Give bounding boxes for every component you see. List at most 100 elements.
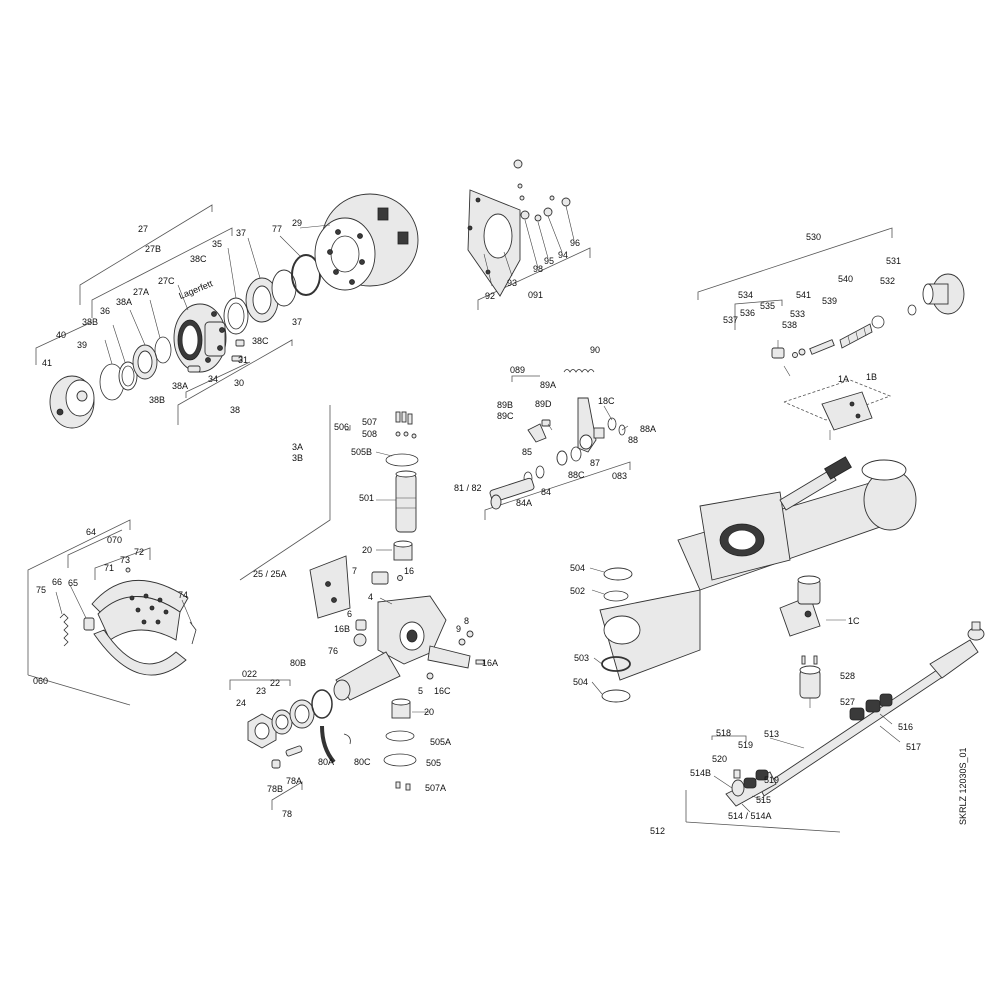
part-label: 504 [570,563,585,573]
part-label: 89A [540,380,556,390]
part-label: 505B [351,447,372,457]
part-label: 536 [740,308,755,318]
part-label: 541 [796,290,811,300]
bushing-icon [393,540,413,561]
bolt-icon [395,411,417,439]
part-label: 25 / 25A [253,569,287,579]
part-label: 535 [760,301,775,311]
part-label: 1C [848,616,860,626]
part-label: 16C [434,686,451,696]
plug-icon [235,339,245,347]
washer-icon [607,417,617,431]
spring-clip-icon [189,621,197,645]
part-label: 80C [354,757,371,767]
part-label: 060 [33,676,48,686]
pin-icon [125,567,131,573]
o-ring-icon [535,465,545,479]
part-label: 504 [573,677,588,687]
bearing-icon [223,297,249,335]
nut-icon [798,348,806,356]
part-label: 38B [149,395,165,405]
sensor-sleeve-icon [271,745,303,769]
part-label: 022 [242,669,257,679]
part-label: 3B [292,453,303,463]
part-label: 66 [52,577,62,587]
part-label: 530 [806,232,821,242]
part-label: 41 [42,358,52,368]
part-label: 90 [590,345,600,355]
drawing-reference-code: SKRLZ 12030S_01 [958,747,968,825]
part-label: 87 [590,458,600,468]
part-label: 5 [418,686,423,696]
seal-icon [570,446,582,462]
part-label: 84A [516,498,532,508]
bolt-icon [187,365,201,373]
ring-icon [154,336,172,364]
screw-icon [231,355,243,362]
part-label: 98 [533,264,543,274]
cam-tube-icon [779,456,852,511]
bolt-icon [395,781,401,789]
clip-icon [871,315,885,329]
part-label: 16A [482,658,498,668]
part-label: 37 [292,317,302,327]
axle-beam-group [589,456,917,703]
clevis-icon [771,340,791,377]
part-label: 37 [236,228,246,238]
part-label: 20 [424,707,434,717]
part-label: 78 [282,809,292,819]
tie-rod-icon [759,667,945,797]
bearing-icon [132,344,158,380]
part-label: 502 [570,586,585,596]
part-label: 1A [838,374,849,384]
part-label: 80B [290,658,306,668]
dust-cap-icon [799,665,821,708]
part-label: 23 [256,686,266,696]
bushing-icon [556,450,568,466]
part-label: 38A [172,381,188,391]
part-label: 77 [272,224,282,234]
shim-icon [603,567,633,581]
part-label: 1B [866,372,877,382]
screw-icon [475,659,485,665]
part-label: 38C [190,254,207,264]
part-label: 513 [764,729,779,739]
tie-rod-group [685,621,985,833]
axle-nut-group [229,679,351,810]
steering-stop-icon [355,619,367,631]
grease-fitting-icon [801,655,818,665]
part-labels: 27 27B 27C 27A 38C 35 37 77 29 40 38B 36… [33,218,968,836]
part-label: 512 [650,826,665,836]
brake-cylinder-group [697,227,965,440]
washer-icon [907,304,917,316]
bearing-cup-icon [353,633,367,647]
part-label: 515 [756,795,771,805]
bolt-icon [405,783,411,791]
part-label: 9 [456,624,461,634]
part-label: 84 [541,487,551,497]
hub-drum-group [35,193,419,429]
part-label: 76 [328,646,338,656]
part-label: 89D [535,399,552,409]
part-label: 92 [485,291,495,301]
part-label: 88A [640,424,656,434]
nut-icon [426,672,434,680]
steering-knuckle-group [239,405,485,791]
o-ring-icon [291,254,321,296]
part-label: 38A [116,297,132,307]
cover-plate-icon [383,753,417,767]
part-label: 537 [723,315,738,325]
part-label: 80A [318,757,334,767]
slack-adjuster-icon [577,397,605,453]
part-label: 089 [510,365,525,375]
part-label: 517 [906,742,921,752]
bellows-boot-icon [839,323,873,349]
lever-arm-icon [527,419,551,443]
part-label: 65 [68,578,78,588]
taper-bearing-icon [245,277,279,323]
part-label: 516 [898,722,913,732]
part-label: 22 [270,678,280,688]
part-label: 89B [497,400,513,410]
part-label: 528 [840,671,855,681]
part-label: 533 [790,309,805,319]
